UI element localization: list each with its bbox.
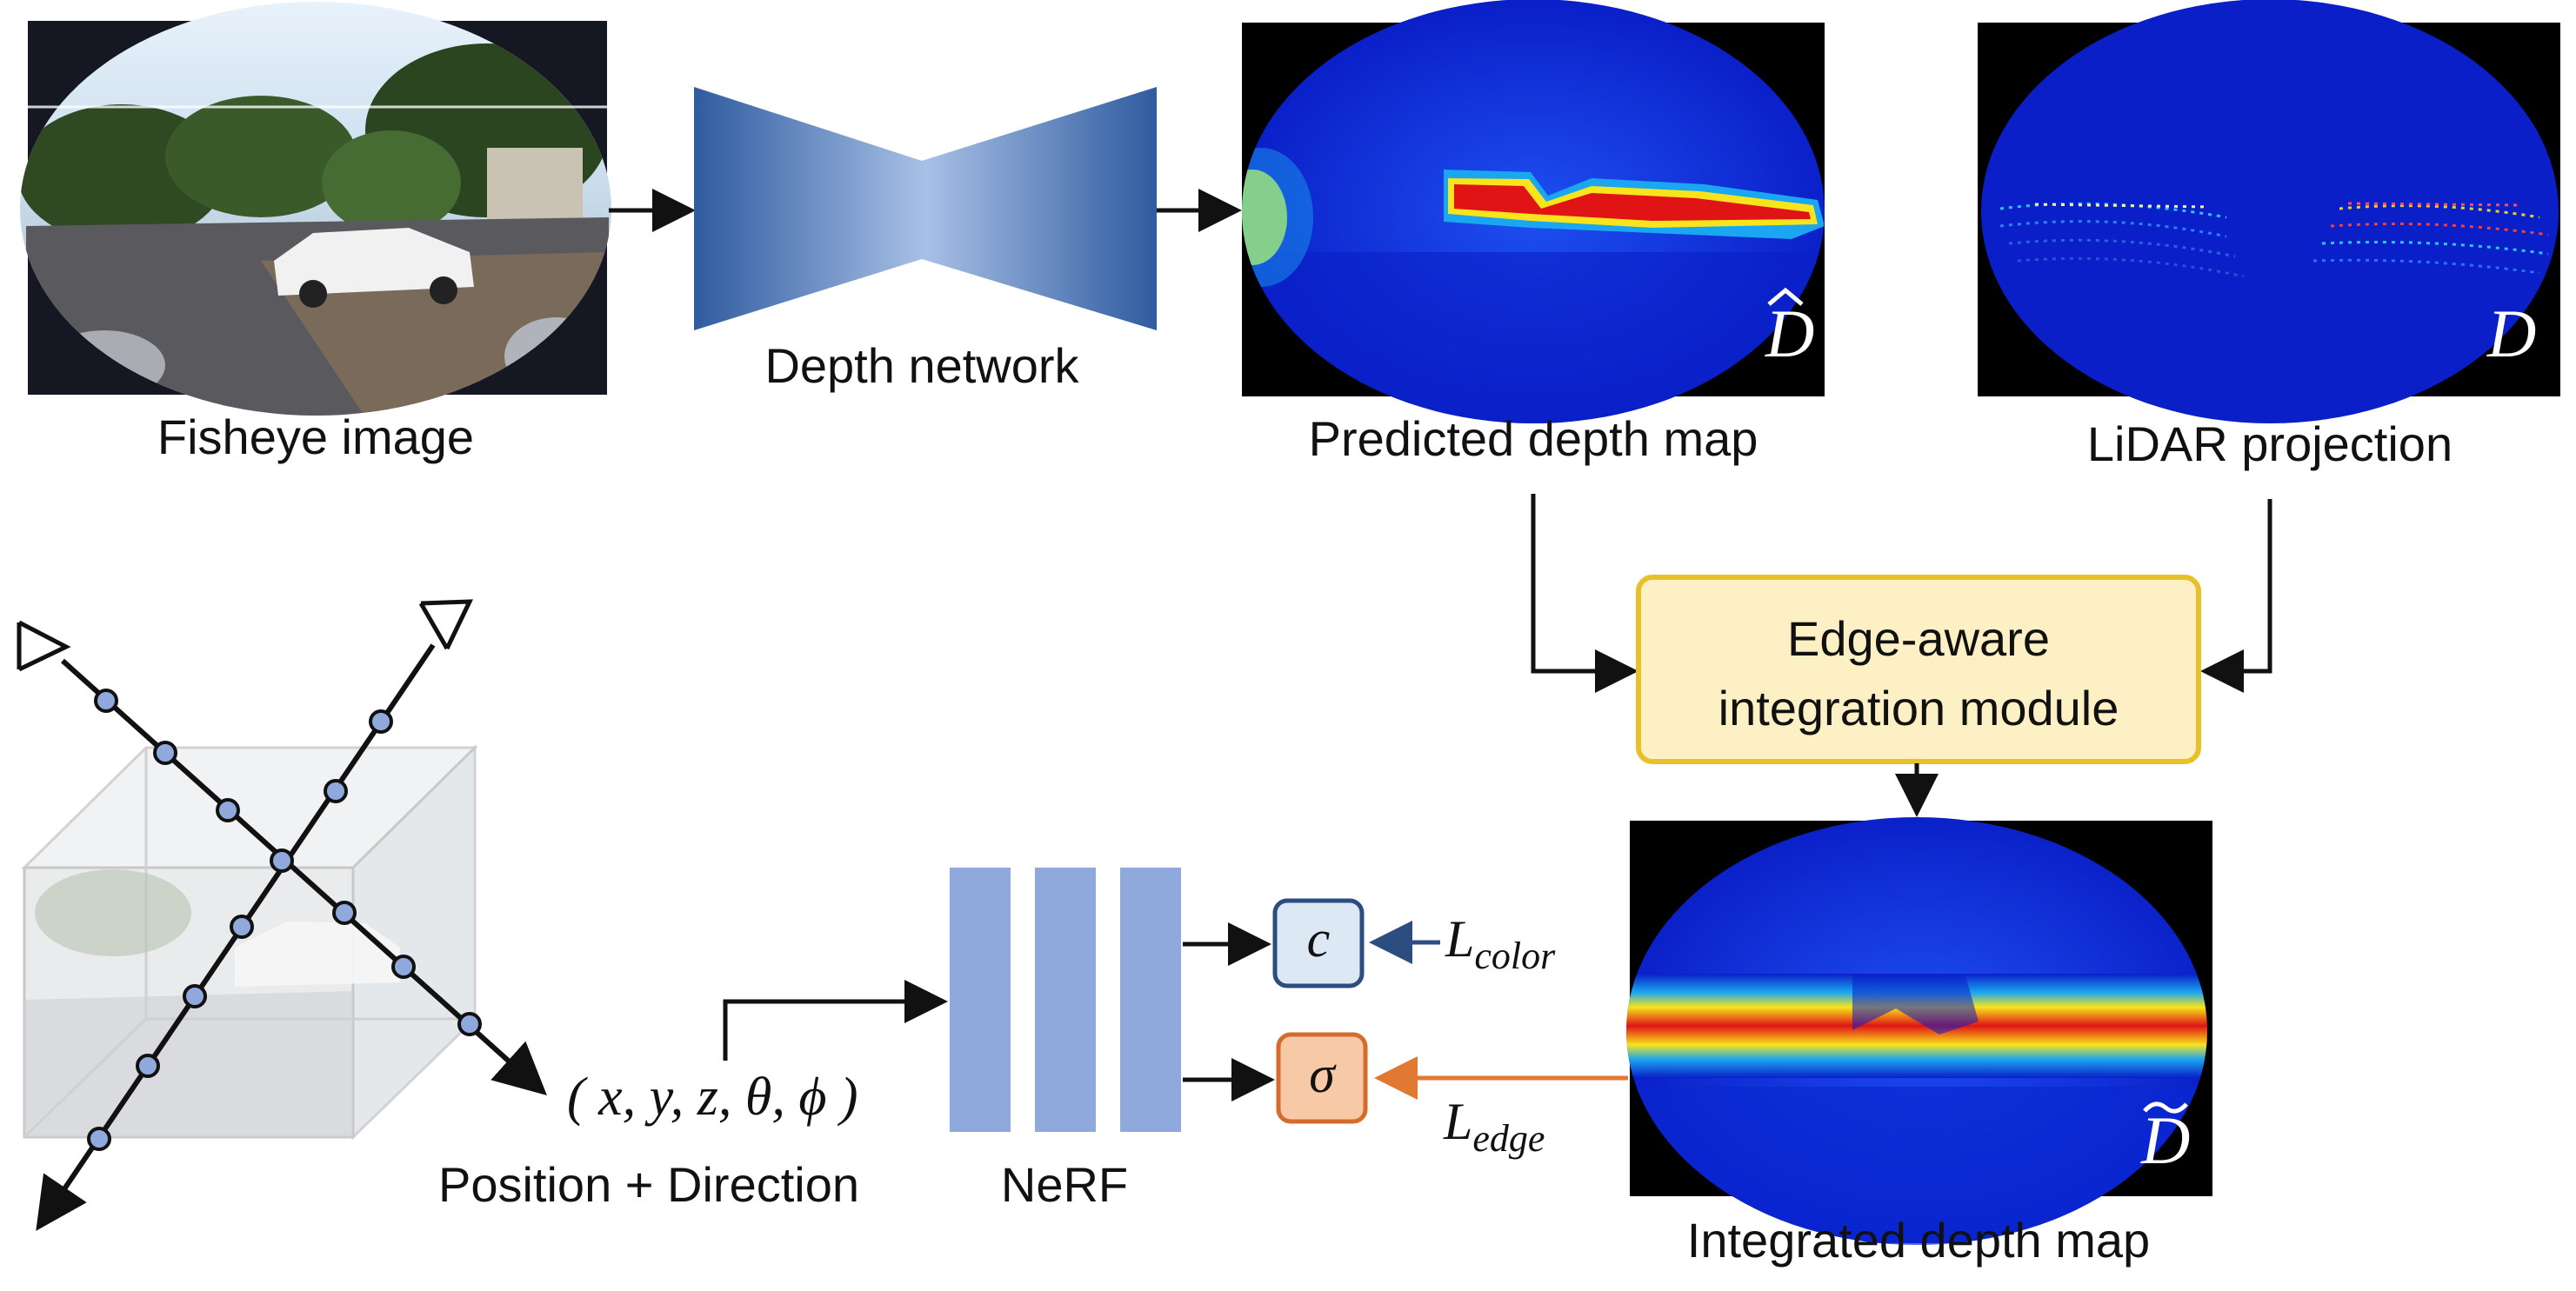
ray-2-samples	[87, 709, 393, 1151]
scene-cube	[21, 744, 478, 1141]
depth-network-label: Depth network	[764, 338, 1079, 393]
coords-label: ( x, y, z, θ, ϕ )	[567, 1068, 858, 1127]
hat-mark	[1767, 287, 1804, 306]
arrow-predicted-to-module	[1531, 494, 1638, 693]
c-symbol: c	[1307, 910, 1331, 968]
arrow-lidar-to-module	[2200, 499, 2272, 693]
module-label-line1: Edge-aware	[1787, 611, 2050, 666]
camera-rays	[17, 599, 547, 1231]
lidar-projection-label: LiDAR projection	[2087, 416, 2453, 471]
d-symbol: D	[2486, 296, 2536, 371]
nerf-layer-1	[950, 868, 1011, 1132]
l-edge-label: Ledge	[1443, 1093, 1545, 1160]
ray-1-samples	[94, 689, 482, 1036]
depth-network-shape	[694, 87, 1157, 330]
integrated-depth-map-label: Integrated depth map	[1687, 1213, 2150, 1268]
color-output-box: c	[1272, 898, 1365, 988]
predicted-depth-map: D	[1242, 0, 1825, 423]
density-output-box: σ	[1276, 1032, 1368, 1124]
predicted-depth-map-label: Predicted depth map	[1309, 411, 1758, 466]
nerf-network	[950, 868, 1181, 1132]
integrated-depth-map: D	[1626, 817, 2212, 1245]
l-color-subscript: color	[1474, 935, 1556, 977]
l-edge-subscript: edge	[1472, 1117, 1545, 1160]
camera-icon-left	[17, 620, 71, 672]
tilde-mark	[2143, 1101, 2188, 1114]
nerf-layer-2	[1035, 868, 1096, 1132]
edge-aware-integration-module: Edge-aware integration module	[1636, 575, 2201, 764]
fisheye-image	[20, 2, 611, 416]
nerf-label: NeRF	[1001, 1157, 1128, 1212]
fisheye-image-label: Fisheye image	[157, 409, 474, 464]
lidar-projection: D	[1978, 0, 2560, 423]
module-label-line2: integration module	[1718, 681, 2119, 735]
sigma-symbol: σ	[1309, 1046, 1337, 1103]
d-hat-symbol: D	[1765, 296, 1814, 371]
camera-icon-right	[420, 599, 474, 650]
l-color-label: Lcolor	[1445, 910, 1556, 977]
nerf-layer-3	[1120, 868, 1181, 1132]
d-tilde-symbol: D	[2140, 1102, 2190, 1178]
position-direction-label: Position + Direction	[438, 1157, 859, 1212]
arrow-coords-to-nerf	[723, 980, 948, 1061]
